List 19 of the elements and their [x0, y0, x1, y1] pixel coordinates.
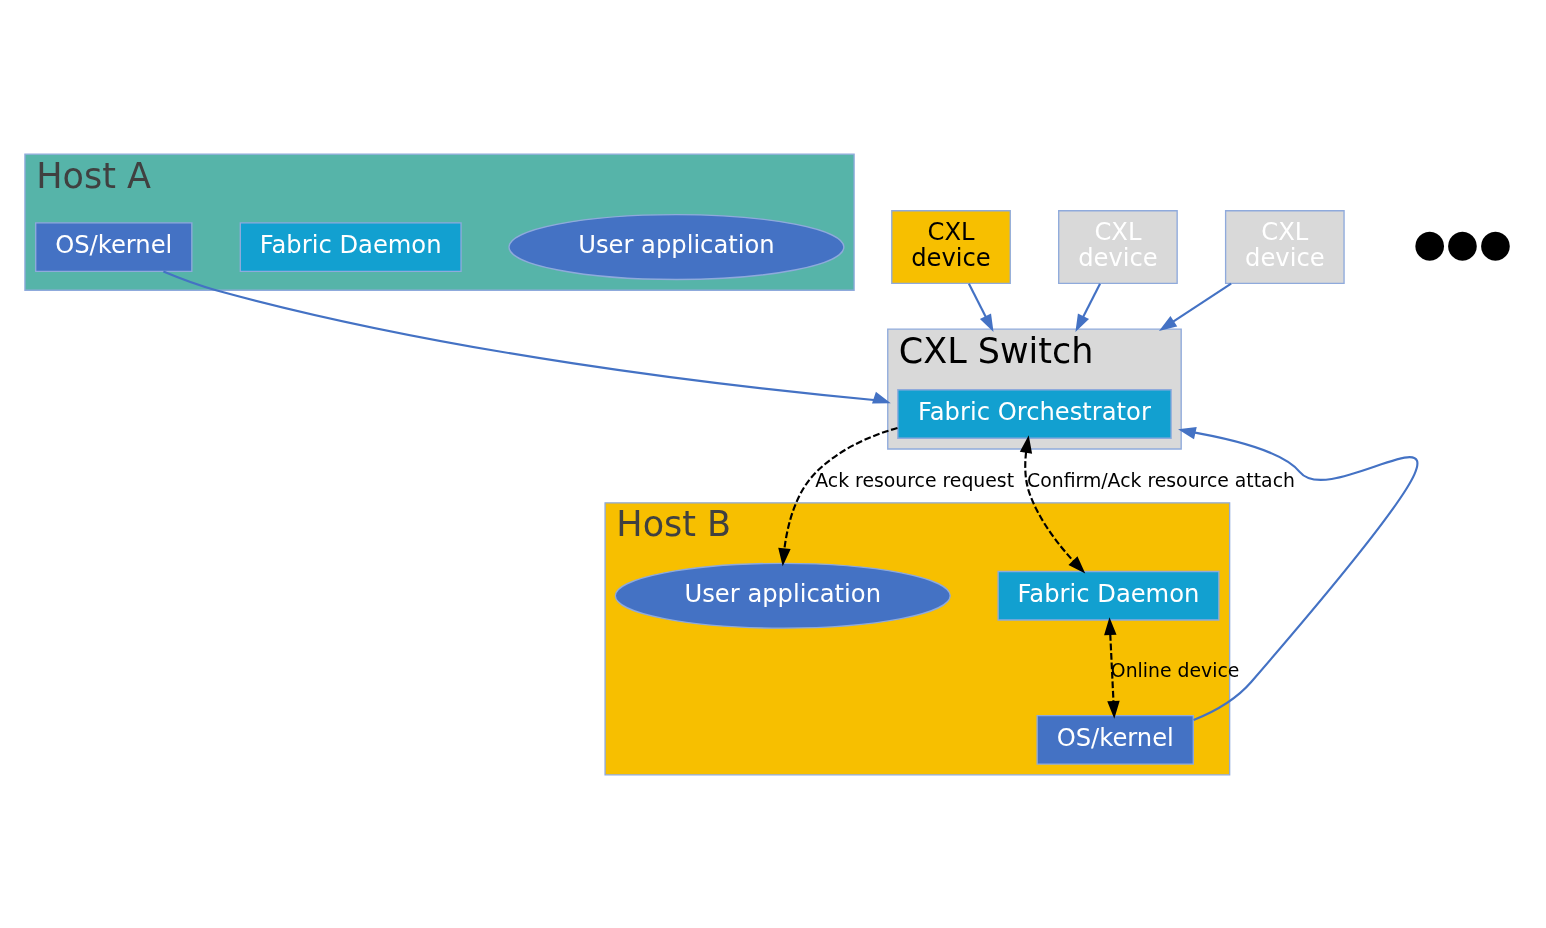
label: ●●●: [1413, 220, 1512, 265]
edge-label: Ack resource request: [815, 469, 1015, 491]
node-box: Fabric Daemon: [239, 221, 462, 272]
edge-label: Confirm/Ack resource attach: [1027, 469, 1295, 491]
arrow: [778, 426, 898, 566]
arrow: [163, 270, 891, 404]
node-box: Fabric Orchestrator: [897, 388, 1172, 439]
arrow: [1104, 616, 1120, 719]
arrow: [1019, 434, 1086, 574]
node-box: OS/kernel: [1036, 714, 1194, 765]
node-box: CXL device: [891, 209, 1011, 284]
node-box: OS/kernel: [35, 221, 193, 272]
arrow: [967, 282, 994, 332]
node-box: Fabric Daemon: [997, 570, 1220, 621]
node-ellipse: User application: [508, 213, 845, 280]
node-ellipse: User application: [614, 562, 951, 629]
arrow: [1075, 282, 1101, 332]
arrow: [1158, 282, 1232, 331]
arrow: [1178, 426, 1418, 721]
